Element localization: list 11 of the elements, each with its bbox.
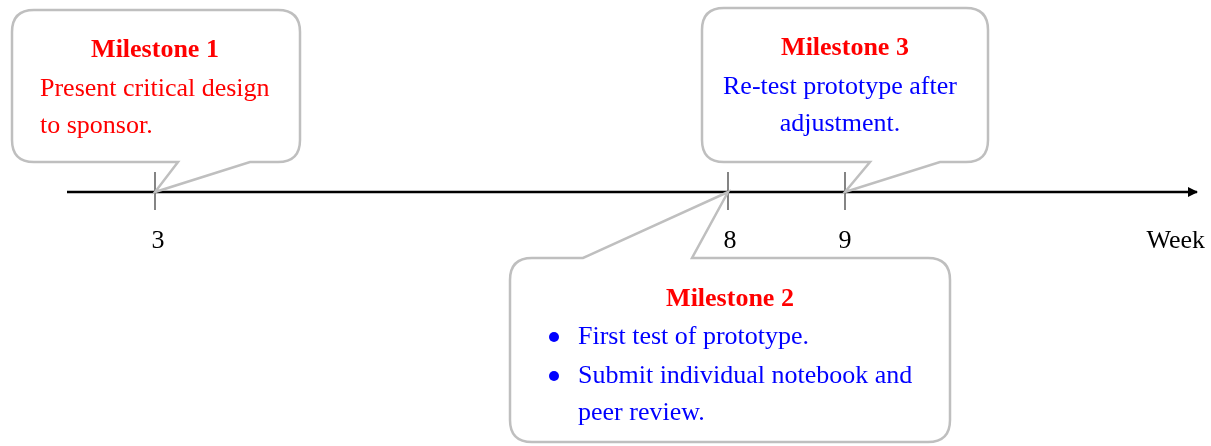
milestone-description: Present critical design to sponsor. — [40, 72, 271, 141]
bullet-item: Submit individual notebook and peer review. — [544, 356, 933, 430]
milestone-description: Re-test prototype after adjustment. — [722, 70, 958, 139]
tick-label: 8 — [723, 225, 737, 255]
axis-label: Week — [1146, 225, 1205, 255]
milestone-heading: Milestone 3 — [780, 31, 910, 63]
milestone-heading: Milestone 2 — [665, 282, 795, 314]
milestone-heading: Milestone 1 — [90, 33, 220, 65]
tick-label: 3 — [151, 225, 165, 255]
tick-label: 9 — [838, 225, 852, 255]
bullet-item: First test of prototype. — [544, 317, 933, 354]
